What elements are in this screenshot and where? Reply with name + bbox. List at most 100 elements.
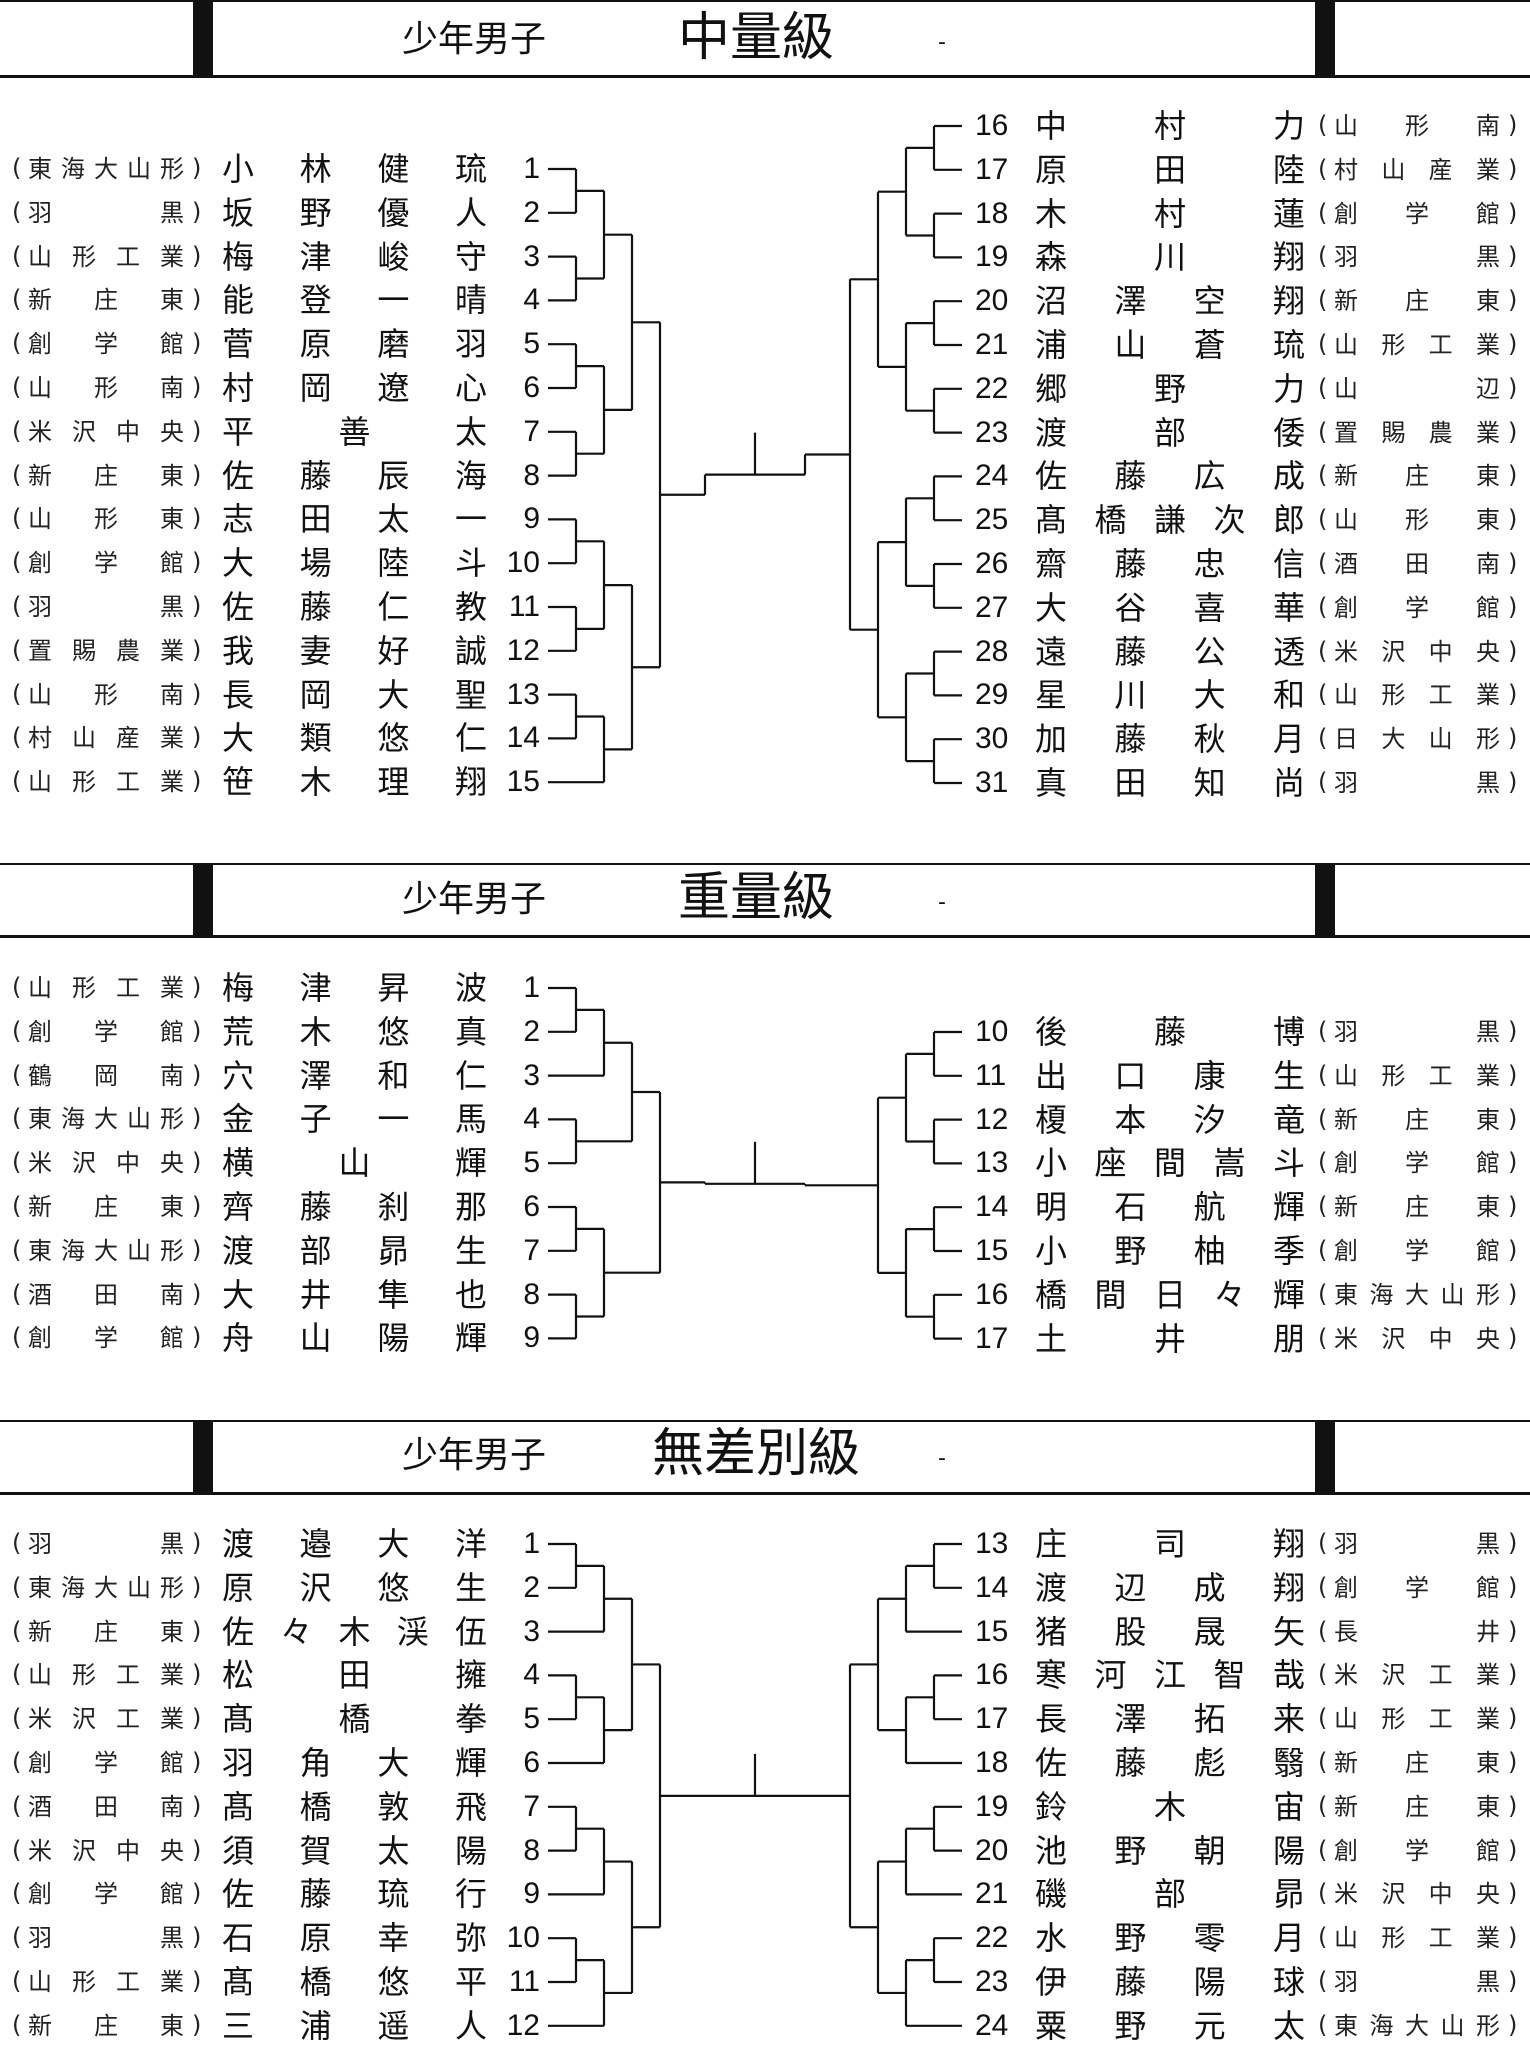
left-entry-school-char: 庄 — [94, 461, 118, 490]
left-entry-name-char: 琉 — [377, 1875, 410, 1914]
right-entry-name-char: 彪 — [1193, 1744, 1226, 1782]
left-entry-school-char: 業 — [160, 1968, 184, 1996]
right-entry-school-paren-open: ( — [1318, 1017, 1328, 1045]
right-entry-school-paren-open: ( — [1318, 417, 1328, 446]
right-entry-name-char: 間 — [1154, 1144, 1187, 1183]
left-entry-school-char: 黒 — [160, 1530, 184, 1558]
left-entry-name-char: 輝 — [455, 1319, 488, 1358]
left-entry-name-char: 翔 — [455, 763, 488, 802]
left-entry-school-char: 中 — [116, 1836, 140, 1865]
header-top-rule — [0, 0, 1530, 2]
left-entry-school-char: 形 — [160, 155, 184, 183]
right-entry-name-char: 大 — [1035, 588, 1068, 627]
left-entry-name-char: 仁 — [455, 1056, 488, 1095]
right-entry-school-char: 央 — [1476, 1880, 1500, 1909]
right-entry-name-char: 司 — [1154, 1525, 1187, 1563]
left-entry-name-char: 飛 — [455, 1787, 488, 1826]
left-entry-name-char: 和 — [377, 1056, 410, 1095]
left-entry-name-char: 賀 — [299, 1831, 332, 1870]
right-entry-school-char: 形 — [1476, 2011, 1500, 2040]
right-entry-name-char: 蓮 — [1273, 194, 1306, 233]
left-entry-school-char: 山 — [28, 505, 52, 534]
left-entry-school-char: 東 — [28, 155, 52, 183]
header-left-bar — [193, 863, 213, 935]
right-entry-number: 23 — [975, 1965, 1009, 1998]
right-entry-school-paren-open: ( — [1318, 1704, 1328, 1733]
left-entry-school-char: 創 — [28, 1749, 52, 1777]
left-entry-school-paren-open: ( — [12, 973, 22, 1001]
left-entry-school-paren-close: ) — [192, 460, 202, 489]
right-entry-school-char: 中 — [1428, 1880, 1453, 1909]
right-entry-name-char: 榎 — [1035, 1100, 1068, 1139]
left-entry-name-char: 田 — [299, 500, 332, 539]
right-entry-school-char: 業 — [1476, 155, 1500, 184]
right-entry-number: 24 — [975, 459, 1009, 493]
right-entry-school-char: 産 — [1428, 155, 1453, 184]
right-entry-school-char: 長 — [1334, 1617, 1358, 1646]
right-entry-name-char: 和 — [1273, 676, 1306, 715]
left-entry-school-paren-close: ) — [192, 329, 202, 358]
left-entry-name-char: 渡 — [222, 1525, 255, 1563]
left-entry-name-char: 志 — [222, 500, 255, 539]
left-entry-school-paren-close: ) — [192, 1704, 202, 1733]
left-entry-name-char: 健 — [377, 150, 410, 188]
right-entry-school-char: 学 — [1405, 1573, 1429, 1602]
right-entry-school-paren-open: ( — [1318, 1060, 1328, 1089]
left-entry-school-paren-open: ( — [12, 285, 22, 314]
right-entry-school-char: 沢 — [1381, 637, 1406, 666]
left-entry-number: 13 — [506, 677, 540, 711]
right-entry-school-char: 山 — [1428, 725, 1453, 754]
left-entry-school-char: 山 — [127, 1236, 151, 1265]
left-entry-school-char: 南 — [160, 1792, 184, 1821]
right-entry-school-char: 東 — [1476, 462, 1500, 491]
right-entry-name-char: 成 — [1273, 457, 1306, 496]
left-entry-name-char: 佐 — [222, 1612, 255, 1651]
left-entry-name-char: 原 — [222, 1568, 255, 1607]
right-entry-school-char: 形 — [1381, 1705, 1406, 1734]
right-entry-name-char: 郎 — [1273, 501, 1306, 540]
right-entry-name-char: 藤 — [1114, 632, 1147, 671]
left-entry-school-char: 工 — [116, 242, 140, 271]
left-entry-school-char: 工 — [116, 768, 140, 797]
left-entry-school-char: 新 — [28, 286, 52, 315]
left-entry-school-char: 海 — [61, 1105, 85, 1134]
right-entry-name-char: 公 — [1193, 632, 1226, 671]
left-entry-school-paren-close: ) — [192, 1279, 202, 1308]
left-entry-school-paren-open: ( — [12, 1572, 22, 1601]
left-entry-number: 3 — [523, 239, 540, 273]
left-entry-school-char: 形 — [160, 1236, 184, 1265]
right-entry-school-char: 形 — [1381, 1061, 1406, 1090]
right-entry-school-char: 沢 — [1381, 1880, 1406, 1909]
right-entry-name-char: 力 — [1273, 107, 1306, 145]
right-entry-name-char: 出 — [1035, 1056, 1068, 1095]
left-entry-school-char: 山 — [28, 242, 52, 271]
left-entry-number: 7 — [523, 414, 540, 448]
left-entry-school-paren-open: ( — [12, 1104, 22, 1133]
header-bottom-rule — [0, 935, 1530, 938]
left-entry-name-char: 佐 — [222, 456, 255, 495]
left-entry-school-paren-close: ) — [192, 1967, 202, 1995]
right-entry-school-char: 業 — [1476, 1924, 1500, 1953]
left-entry-name-char: 藤 — [299, 1188, 332, 1226]
right-entry-number: 16 — [975, 1277, 1009, 1311]
left-entry-school-char: 大 — [94, 155, 118, 183]
right-entry-name-char: 井 — [1154, 1319, 1187, 1358]
left-entry-school-char: 工 — [116, 1705, 140, 1734]
left-entry-name-char: 大 — [222, 719, 255, 758]
left-entry-name-char: 聖 — [455, 675, 488, 714]
left-entry-school-char: 東 — [28, 1573, 52, 1602]
right-entry-number: 15 — [975, 1234, 1009, 1267]
left-entry-number: 5 — [523, 327, 540, 361]
left-entry-school-paren-open: ( — [12, 1923, 22, 1952]
left-entry-school-char: 館 — [160, 1017, 184, 1046]
right-entry-school-paren-close: ) — [1508, 1572, 1518, 1601]
right-entry-school-char: 黒 — [1476, 1018, 1500, 1046]
right-entry-school-char: 羽 — [1334, 769, 1358, 797]
left-entry-school-char: 海 — [61, 1236, 85, 1265]
right-entry-number: 17 — [975, 1702, 1009, 1736]
left-entry-number: 4 — [523, 1658, 540, 1692]
left-entry-name-char: 晴 — [455, 281, 488, 320]
right-entry-school-paren-open: ( — [1318, 1148, 1328, 1177]
left-entry-school-char: 羽 — [28, 593, 52, 621]
left-entry-name-char: 輝 — [455, 1744, 488, 1782]
